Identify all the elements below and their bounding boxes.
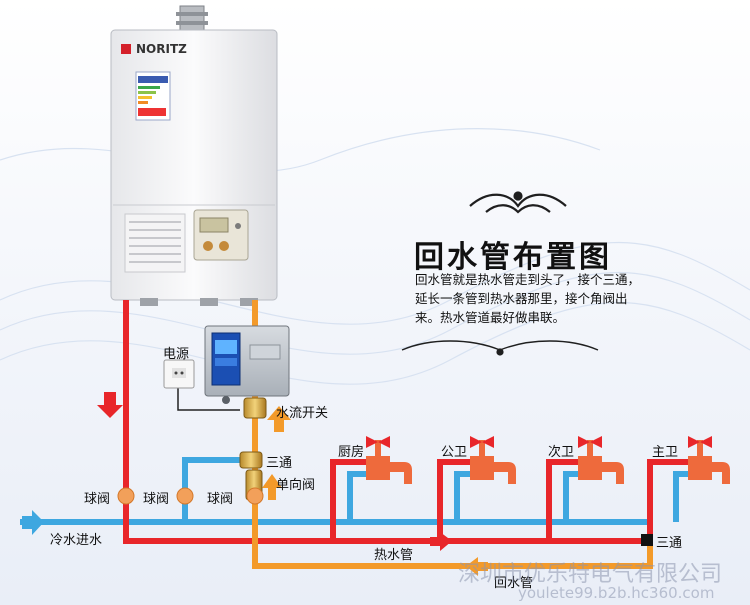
- right-arrow-icon: [430, 532, 452, 551]
- page-title: 回水管布置图: [414, 240, 612, 275]
- power-label: 电源: [163, 347, 190, 362]
- public-bath-label: 公卫: [441, 445, 468, 460]
- tee-junction-icon: [641, 534, 653, 546]
- ball-valve-label: 球阀: [143, 492, 170, 507]
- circulation-pump: [204, 325, 290, 404]
- right-arrow-icon: [22, 510, 44, 535]
- hot-pipe-label: 热水管: [374, 548, 414, 563]
- power-socket: [163, 359, 195, 389]
- description-text: 回水管就是热水管走到头了，接个三通，延长一条管到热水器那里，接个角阀出来。热水管…: [415, 272, 641, 325]
- flow-switch-label: 水流开关: [276, 406, 329, 421]
- power-wire: [177, 385, 240, 411]
- decorative-flourish: [401, 191, 599, 356]
- pipes: [20, 300, 688, 569]
- tee-right-label: 三通: [656, 536, 683, 551]
- ball-valve-icon: [176, 487, 194, 505]
- hot-to-master-bath: [647, 459, 688, 541]
- down-arrow-icon: [97, 392, 123, 418]
- check-valve-label: 单向阀: [276, 478, 316, 493]
- up-arrow-icon: [267, 406, 291, 432]
- watermark-company: 深圳市优乐特电气有限公司: [458, 562, 723, 587]
- ball-valve-icon: [246, 487, 264, 505]
- flow-arrows: [22, 392, 488, 576]
- hot-to-public-bath: [437, 459, 470, 541]
- second-bath-label: 次卫: [548, 445, 575, 460]
- cold-water-in-label: 冷水进水: [50, 533, 103, 548]
- cold-to-second-bath: [563, 471, 578, 522]
- left-arrow-icon: [466, 557, 488, 576]
- cold-to-master-bath: [673, 471, 688, 522]
- watermark-site: youlete99.b2b.hc360.com: [518, 584, 715, 602]
- ball-valve-label: 球阀: [207, 492, 234, 507]
- cold-to-kitchen: [347, 471, 366, 522]
- faucet-second-bath: [578, 436, 624, 484]
- hot-water-main: [123, 300, 650, 544]
- hot-to-kitchen: [330, 459, 366, 541]
- tee-left-label: 三通: [266, 456, 293, 471]
- water-heater: [110, 29, 278, 306]
- faucet-public-bath: [470, 436, 516, 484]
- faucet-kitchen: [366, 436, 412, 484]
- return-pipe-label: 回水管: [494, 576, 534, 591]
- ball-valves: [117, 487, 264, 505]
- up-arrow-icon: [262, 474, 282, 500]
- brand-logo: NORITZ: [136, 42, 187, 56]
- hot-to-second-bath: [546, 459, 578, 541]
- ball-valve-label: 球阀: [84, 492, 111, 507]
- kitchen-label: 厨房: [338, 445, 365, 460]
- master-bath-label: 主卫: [652, 445, 679, 460]
- cold-to-public-bath: [454, 471, 470, 522]
- flue-pipe: [176, 5, 208, 31]
- ball-valve-icon: [117, 487, 135, 505]
- faucet-master-bath: [688, 436, 730, 484]
